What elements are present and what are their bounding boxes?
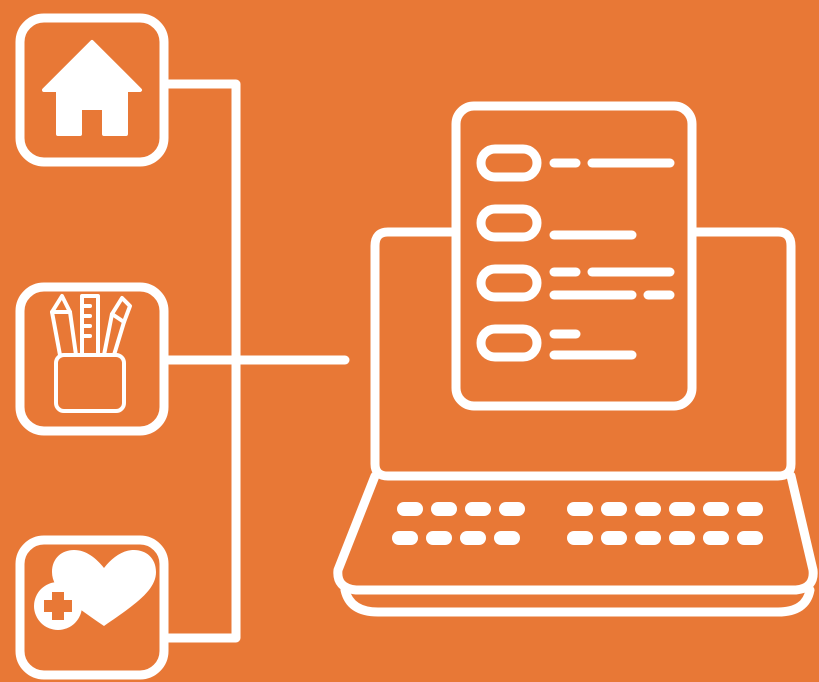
supplies-tile: [15, 282, 169, 436]
checklist-document-icon: [451, 101, 697, 411]
keys-left: [392, 502, 525, 545]
supplies-tile-frame: [15, 282, 169, 436]
checkbox-3: [476, 264, 542, 302]
health-tile-frame: [15, 535, 169, 680]
heart-plus-icon: [34, 550, 156, 630]
laptop-base: [333, 471, 818, 595]
pencil-cup-icon: [50, 294, 132, 413]
keys-right: [567, 502, 763, 545]
health-tile: [15, 535, 169, 680]
home-tile-frame: [15, 13, 169, 167]
checkbox-2: [476, 204, 542, 242]
keyboard-keys: [392, 502, 763, 545]
laptop-icon: [333, 227, 818, 617]
laptop-base-lip: [340, 585, 815, 617]
laptop-screen: [370, 227, 796, 481]
home-icon: [42, 40, 142, 136]
checkbox-1: [476, 144, 542, 182]
connector-lines: [159, 79, 350, 643]
checkbox-4: [476, 324, 542, 362]
home-tile: [15, 13, 169, 167]
